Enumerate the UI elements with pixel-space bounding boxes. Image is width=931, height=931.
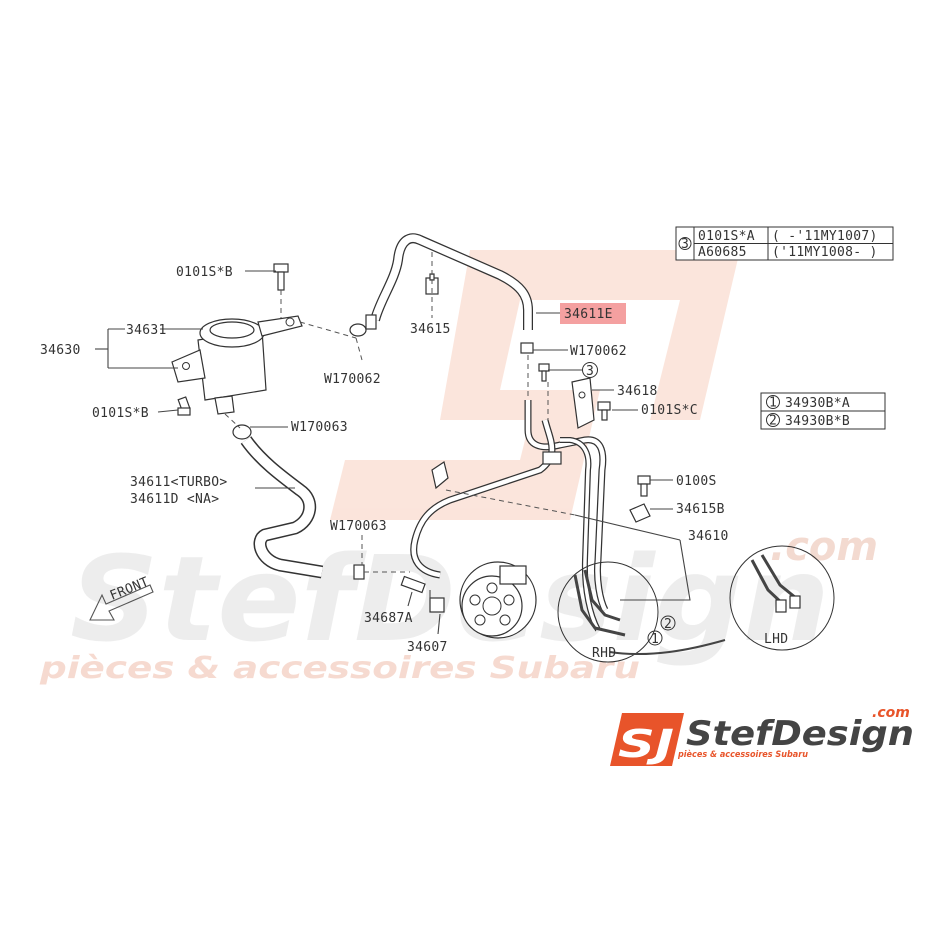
callout-num-1: 1 — [651, 632, 659, 647]
label-34607: 34607 — [407, 640, 448, 655]
legend-circle-1 — [766, 395, 780, 409]
callout-num-2: 2 — [664, 617, 672, 632]
lhd-detail — [729, 545, 835, 651]
label-34610: 34610 — [688, 529, 729, 544]
legend-num-1: 1 — [769, 396, 777, 411]
label-w170063-low: W170063 — [330, 519, 387, 534]
label-w170062-left: W170062 — [324, 372, 381, 387]
logo-badge — [610, 713, 684, 766]
legend-num-2: 2 — [769, 414, 777, 429]
label-bolt-bottom: 0101S*B — [92, 406, 149, 421]
label-34611-turbo: 34611<TURBO> — [130, 475, 228, 490]
legend-circle-2 — [766, 413, 780, 427]
logo-tagline: pièces & accessoires Subaru — [677, 749, 808, 760]
watermark-domain: .com — [770, 524, 878, 570]
bracket-34618 — [571, 377, 595, 429]
clamp-w170062-left — [349, 314, 377, 337]
label-w170063-mid: W170063 — [291, 420, 348, 435]
logo-mark: SJ — [618, 722, 674, 766]
label-34611D-na: 34611D <NA> — [130, 492, 219, 507]
reservoir-tank — [171, 315, 303, 415]
bolt-0101S-C — [597, 401, 611, 421]
label-34611E: 34611E — [564, 307, 613, 322]
clamp-w170063-mid — [232, 424, 252, 440]
clamp-w170063-low — [353, 564, 365, 580]
label-rhd: RHD — [592, 646, 616, 661]
power-steering-pump — [459, 561, 537, 639]
logo-brand: StefDesign — [686, 714, 914, 754]
leader-lines — [95, 252, 673, 635]
callout-circle-3 — [582, 362, 598, 378]
legend-part-34930B-A: 34930B*A — [785, 396, 850, 411]
callout-num-3: 3 — [586, 364, 594, 379]
label-34615B: 34615B — [676, 502, 725, 517]
label-34631: 34631 — [126, 323, 167, 338]
clip-34615 — [425, 273, 439, 295]
label-34687A: 34687A — [364, 611, 413, 626]
label-34630: 34630 — [40, 343, 81, 358]
watermark-logo-shape — [330, 250, 740, 520]
clip-upper-pipe — [431, 461, 449, 490]
watermark-tagline: pièces & accessoires Subaru — [39, 651, 640, 686]
stefdesign-logo: SJ StefDesign .com pièces & accessoires … — [610, 705, 914, 766]
legend-bolts-table: 3 0101S*A ( -'11MY1007) A60685 ('11MY100… — [675, 226, 894, 261]
label-bolt-top: 0101S*B — [176, 265, 233, 280]
legend-part-34930B-B: 34930B*B — [785, 414, 850, 429]
legend-range-late: ('11MY1008- ) — [772, 245, 878, 260]
clip-34615B — [629, 503, 651, 523]
legend-circle-3 — [678, 237, 692, 250]
union-bolt-34687A — [400, 575, 426, 594]
small-bolt-circle3 — [538, 363, 550, 382]
bolt-top-0101S-B — [273, 263, 289, 291]
clip-34607 — [429, 597, 445, 613]
pipe-34610-panel — [620, 539, 691, 601]
legend-range-early: ( -'11MY1007) — [772, 229, 878, 244]
clamp-w170062-right — [520, 342, 534, 354]
legend-clips-table: 1 34930B*A 2 34930B*B — [760, 392, 886, 430]
pressure-pipe — [410, 400, 609, 632]
label-0100S: 0100S — [676, 474, 717, 489]
logo-domain: .com — [872, 705, 910, 721]
rhd-detail — [557, 561, 726, 663]
legend-part-A60685: A60685 — [698, 245, 747, 260]
bolt-0100S — [637, 475, 651, 497]
bolt-bottom-0101S-B — [177, 396, 191, 416]
watermark: StefDesign .com pièces & accessoires Sub… — [39, 250, 878, 686]
label-0101S-C: 0101S*C — [641, 403, 698, 418]
label-34618: 34618 — [617, 384, 658, 399]
highlight-34611E — [560, 303, 626, 324]
label-34615: 34615 — [410, 322, 451, 337]
label-lhd: LHD — [764, 632, 788, 647]
watermark-brand: StefDesign — [70, 530, 830, 668]
label-w170062-right: W170062 — [570, 344, 627, 359]
legend-num-3: 3 — [681, 237, 689, 252]
legend-part-0101S-A: 0101S*A — [698, 229, 755, 244]
